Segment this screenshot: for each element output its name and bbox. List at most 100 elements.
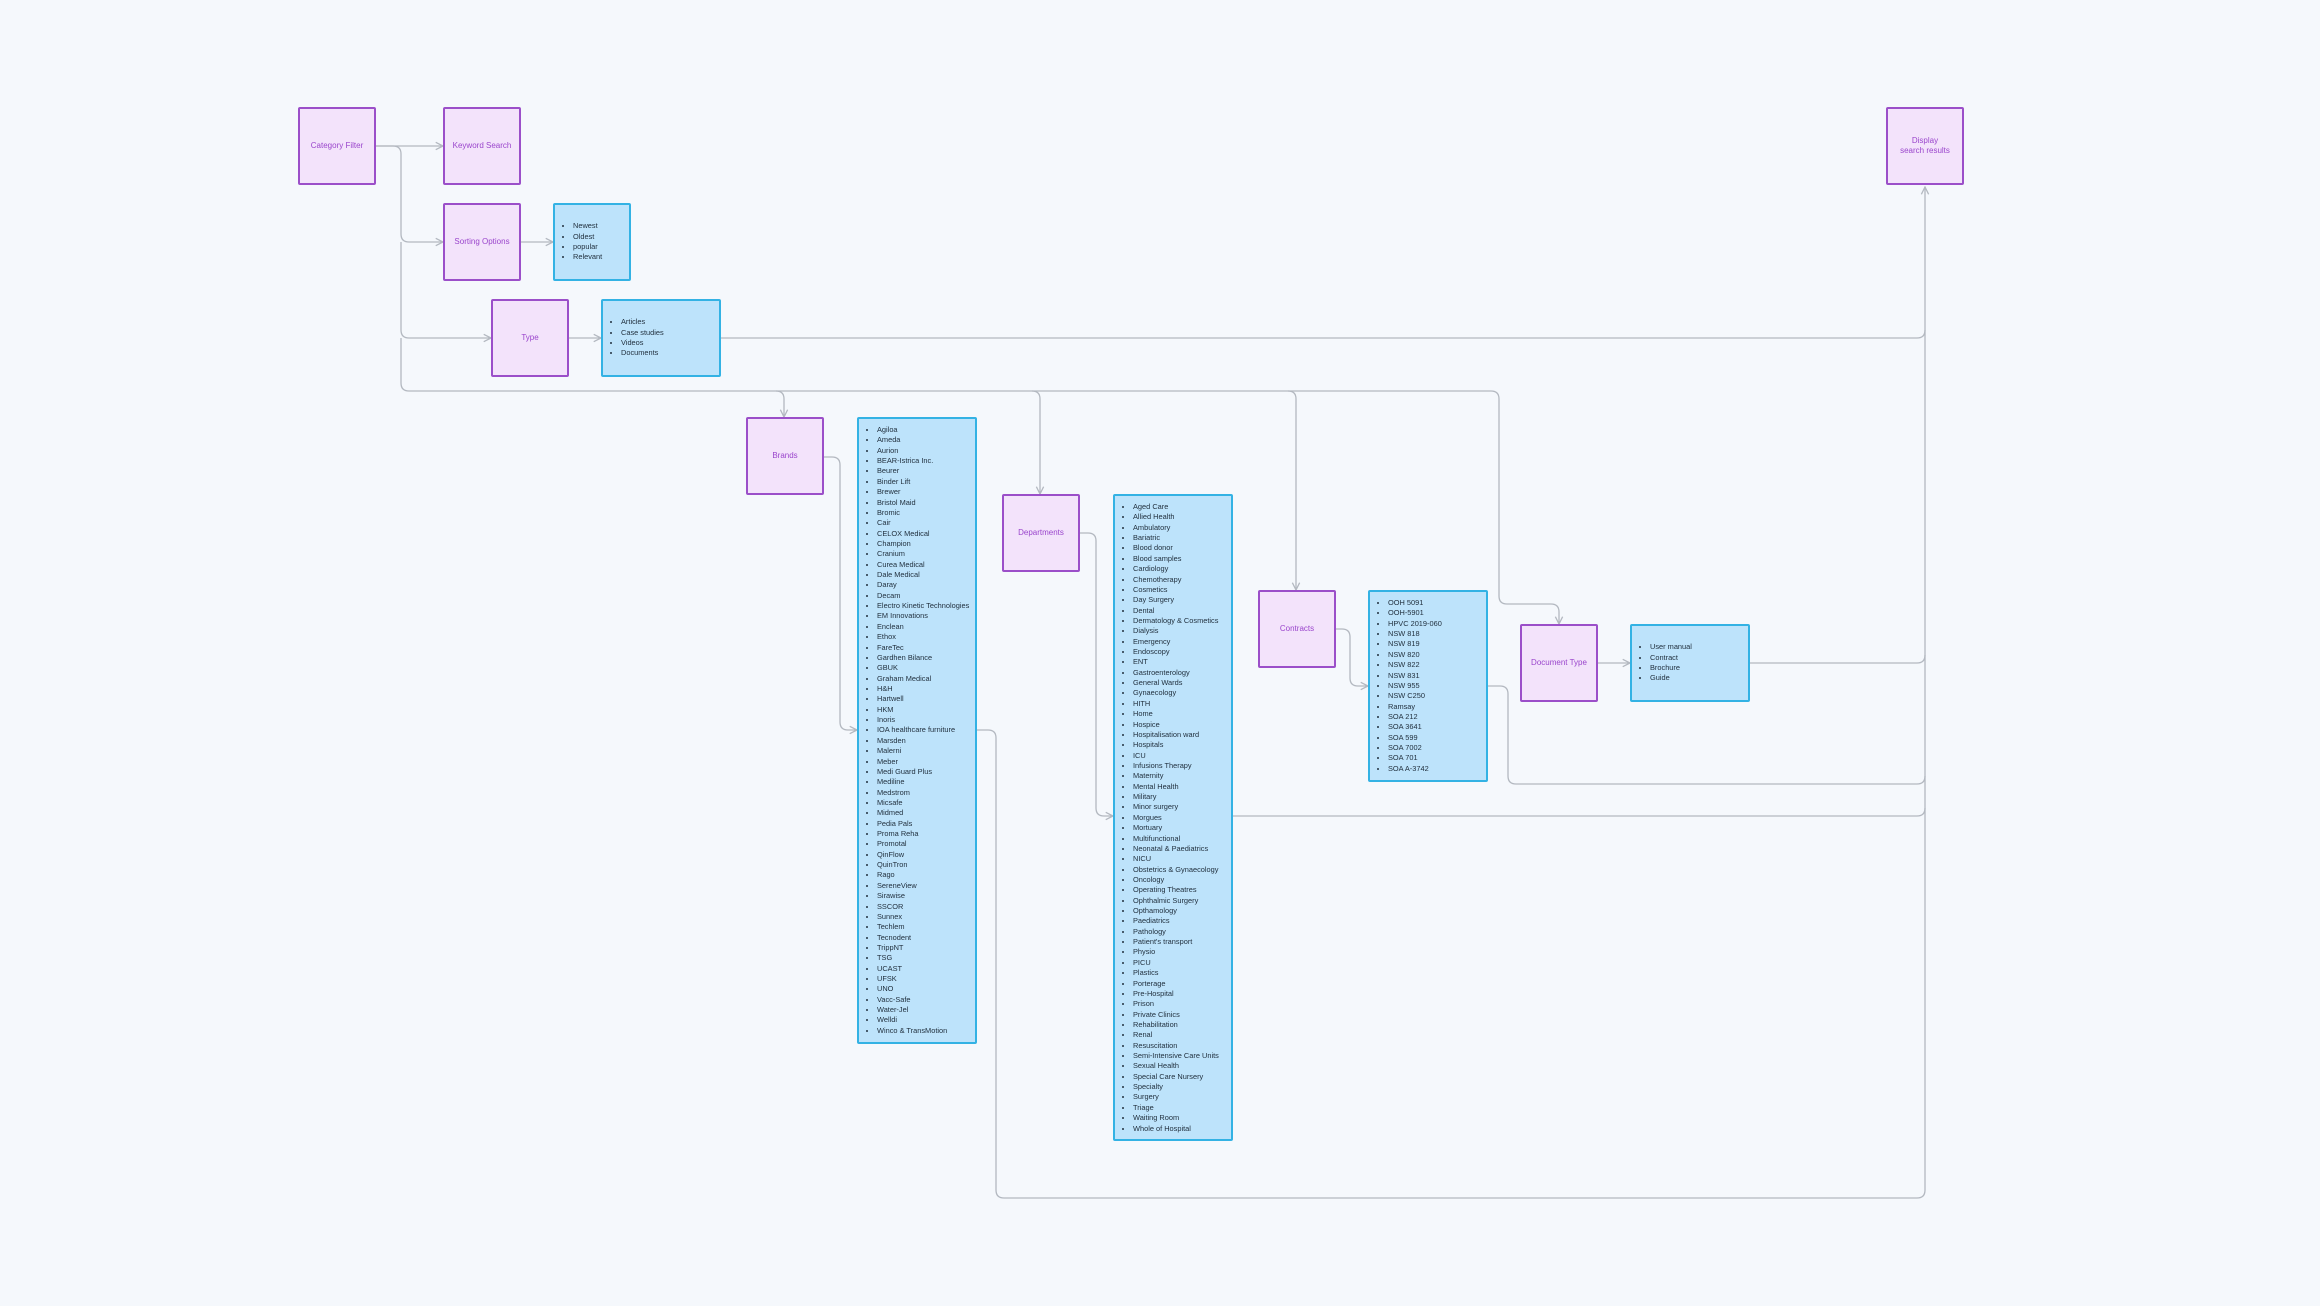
list-item[interactable]: Champion [877,539,969,549]
list-item[interactable]: Oncology [1133,875,1219,885]
list-item[interactable]: NSW 818 [1388,629,1442,639]
list-item[interactable]: Ramsay [1388,702,1442,712]
list-item[interactable]: ENT [1133,657,1219,667]
list-item[interactable]: UCAST [877,964,969,974]
list-item[interactable]: Midmed [877,808,969,818]
list-item[interactable]: Semi-Intensive Care Units [1133,1051,1219,1061]
list-item[interactable]: Porterage [1133,979,1219,989]
type-node[interactable]: Type [491,299,569,377]
list-item[interactable]: OOH-5901 [1388,608,1442,618]
list-item[interactable]: Newest [573,221,602,231]
list-item[interactable]: Gynaecology [1133,688,1219,698]
list-item[interactable]: PICU [1133,958,1219,968]
list-item[interactable]: SOA 701 [1388,753,1442,763]
list-item[interactable]: Mediline [877,777,969,787]
list-item[interactable]: SSCOR [877,902,969,912]
list-item[interactable]: Gastroenterology [1133,668,1219,678]
list-item[interactable]: Obstetrics & Gynaecology [1133,865,1219,875]
list-item[interactable]: Case studies [621,328,664,338]
list-item[interactable]: Ambulatory [1133,523,1219,533]
list-item[interactable]: Triage [1133,1103,1219,1113]
list-item[interactable]: Techlem [877,922,969,932]
list-item[interactable]: Agiloa [877,425,969,435]
list-item[interactable]: Opthamology [1133,906,1219,916]
list-item[interactable]: NSW 819 [1388,639,1442,649]
list-item[interactable]: Contract [1650,653,1692,663]
list-item[interactable]: OOH 5091 [1388,598,1442,608]
list-item[interactable]: Whole of Hospital [1133,1124,1219,1134]
list-item[interactable]: Hospitalisation ward [1133,730,1219,740]
list-item[interactable]: SOA A-3742 [1388,764,1442,774]
list-item[interactable]: Hospice [1133,720,1219,730]
list-item[interactable]: Videos [621,338,664,348]
list-item[interactable]: SOA 212 [1388,712,1442,722]
list-item[interactable]: Cosmetics [1133,585,1219,595]
list-item[interactable]: Bromic [877,508,969,518]
list-item[interactable]: Medstrom [877,788,969,798]
list-item[interactable]: Welldi [877,1015,969,1025]
list-item[interactable]: Renal [1133,1030,1219,1040]
list-item[interactable]: Micsafe [877,798,969,808]
list-item[interactable]: Vacc-Safe [877,995,969,1005]
list-item[interactable]: Pre-Hospital [1133,989,1219,999]
keyword-search-node[interactable]: Keyword Search [443,107,521,185]
list-item[interactable]: Infusions Therapy [1133,761,1219,771]
list-item[interactable]: Inoris [877,715,969,725]
list-item[interactable]: Water-Jel [877,1005,969,1015]
list-item[interactable]: Endoscopy [1133,647,1219,657]
list-item[interactable]: TSG [877,953,969,963]
list-item[interactable]: Dale Medical [877,570,969,580]
list-item[interactable]: Physio [1133,947,1219,957]
list-item[interactable]: Home [1133,709,1219,719]
list-item[interactable]: HKM [877,705,969,715]
list-item[interactable]: Relevant [573,252,602,262]
list-item[interactable]: Day Surgery [1133,595,1219,605]
list-item[interactable]: Pathology [1133,927,1219,937]
list-item[interactable]: Bariatric [1133,533,1219,543]
list-item[interactable]: Binder Lift [877,477,969,487]
list-item[interactable]: Allied Health [1133,512,1219,522]
list-item[interactable]: Beurer [877,466,969,476]
list-item[interactable]: User manual [1650,642,1692,652]
list-item[interactable]: CELOX Medical [877,529,969,539]
display-search-results-node[interactable]: Display search results [1886,107,1964,185]
list-item[interactable]: Chemotherapy [1133,575,1219,585]
list-item[interactable]: Military [1133,792,1219,802]
list-item[interactable]: Articles [621,317,664,327]
list-item[interactable]: Specialty [1133,1082,1219,1092]
list-item[interactable]: Aged Care [1133,502,1219,512]
list-item[interactable]: Paediatrics [1133,916,1219,926]
departments-node[interactable]: Departments [1002,494,1080,572]
list-item[interactable]: Sexual Health [1133,1061,1219,1071]
list-item[interactable]: SOA 3641 [1388,722,1442,732]
document-type-node[interactable]: Document Type [1520,624,1598,702]
list-item[interactable]: H&H [877,684,969,694]
list-item[interactable]: Meber [877,757,969,767]
list-item[interactable]: Pedia Pals [877,819,969,829]
list-item[interactable]: Resuscitation [1133,1041,1219,1051]
list-item[interactable]: Blood donor [1133,543,1219,553]
list-item[interactable]: Multifunctional [1133,834,1219,844]
list-item[interactable]: IOA healthcare furniture [877,725,969,735]
list-item[interactable]: Decam [877,591,969,601]
list-item[interactable]: Marsden [877,736,969,746]
list-item[interactable]: Maternity [1133,771,1219,781]
list-item[interactable]: NSW 831 [1388,671,1442,681]
list-item[interactable]: Documents [621,348,664,358]
list-item[interactable]: Curea Medical [877,560,969,570]
list-item[interactable]: Cardiology [1133,564,1219,574]
list-item[interactable]: Surgery [1133,1092,1219,1102]
list-item[interactable]: GBUK [877,663,969,673]
list-item[interactable]: SereneView [877,881,969,891]
list-item[interactable]: Private Clinics [1133,1010,1219,1020]
list-item[interactable]: HITH [1133,699,1219,709]
list-item[interactable]: Electro Kinetic Technologies [877,601,969,611]
list-item[interactable]: Bristol Maid [877,498,969,508]
brands-node[interactable]: Brands [746,417,824,495]
list-item[interactable]: FareTec [877,643,969,653]
list-item[interactable]: Hospitals [1133,740,1219,750]
list-item[interactable]: HPVC 2019-060 [1388,619,1442,629]
category-filter-node[interactable]: Category Filter [298,107,376,185]
list-item[interactable]: Prison [1133,999,1219,1009]
list-item[interactable]: NICU [1133,854,1219,864]
